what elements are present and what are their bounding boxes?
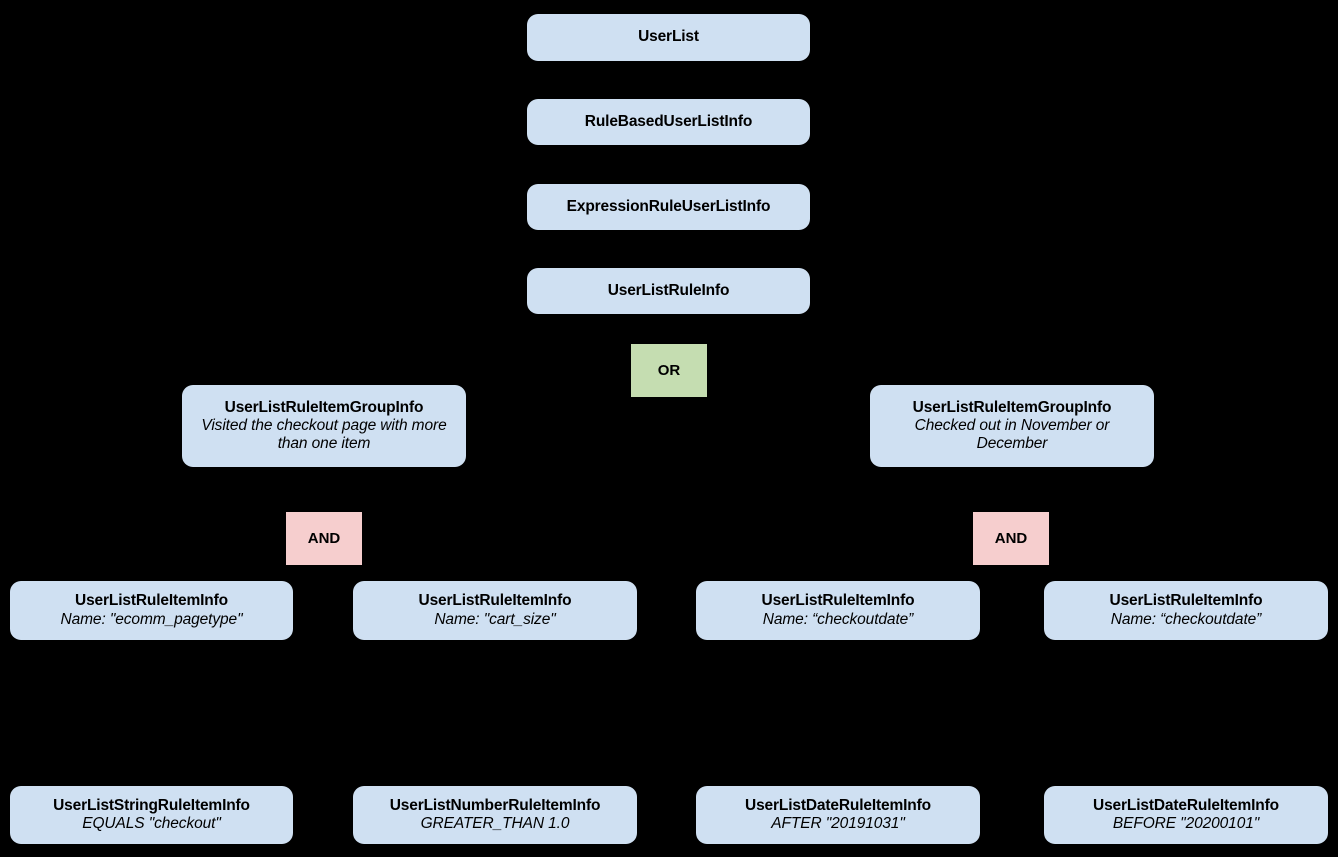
node-title: UserListRuleItemInfo (418, 592, 572, 610)
node-description: GREATER_THAN 1.0 (420, 815, 570, 832)
node-description: Name: “checkoutdate” (762, 610, 914, 628)
node-title: UserListDateRuleItemInfo (745, 796, 931, 814)
node-title: UserList (638, 28, 699, 46)
node-description: Visited the checkout page with more than… (201, 416, 447, 453)
node-description: EQUALS "checkout" (82, 815, 221, 832)
edge-and-operator-left-to-rule-item-cart-size (323, 564, 500, 582)
edge-and-operator-right-to-rule-item-checkoutdate-before (1010, 564, 1191, 582)
node-title: RuleBasedUserListInfo (584, 112, 753, 130)
node-title: AND (994, 529, 1028, 547)
node-description: Name: “checkoutdate” (1110, 610, 1262, 628)
node-title: UserListRuleItemInfo (1109, 592, 1263, 610)
node-or-operator[interactable]: OR (631, 344, 707, 397)
node-user-list-rule-info[interactable]: UserListRuleInfo (527, 268, 810, 314)
node-description: Name: "cart_size" (434, 610, 556, 628)
edge-group-checked-out-month-to-and-operator-right (1006, 466, 1017, 513)
node-expression-rule-user-list-info[interactable]: ExpressionRuleUserListInfo (527, 184, 810, 230)
node-description: Name: "ecomm_pagetype" (60, 610, 243, 628)
node-title: UserListRuleItemGroupInfo (224, 398, 424, 416)
node-title: ExpressionRuleUserListInfo (566, 197, 771, 215)
node-title: UserListRuleItemGroupInfo (912, 398, 1112, 416)
node-title: UserListNumberRuleItemInfo (389, 796, 601, 814)
node-title: AND (307, 529, 341, 547)
node-title: OR (657, 361, 681, 379)
node-and-operator-right[interactable]: AND (973, 512, 1049, 565)
node-title: UserListRuleInfo (607, 281, 730, 299)
node-title: UserListStringRuleItemInfo (53, 796, 250, 814)
edge-user-list-rule-info-to-or-operator (663, 313, 674, 345)
node-description: AFTER "20191031" (771, 815, 905, 832)
node-description: Checked out in November or December (914, 416, 1110, 453)
node-and-operator-left[interactable]: AND (286, 512, 362, 565)
node-title: UserListRuleItemInfo (761, 592, 915, 610)
node-title: UserListRuleItemInfo (75, 592, 228, 610)
edge-and-operator-left-to-rule-item-ecomm-pagetype (146, 564, 325, 582)
node-description: BEFORE "20200101" (1112, 815, 1260, 832)
node-title: UserListDateRuleItemInfo (1093, 796, 1279, 814)
node-rule-based-user-list-info[interactable]: RuleBasedUserListInfo (527, 99, 810, 145)
edge-and-operator-right-to-rule-item-checkoutdate-after (833, 564, 1012, 582)
node-user-list[interactable]: UserList (527, 14, 810, 61)
